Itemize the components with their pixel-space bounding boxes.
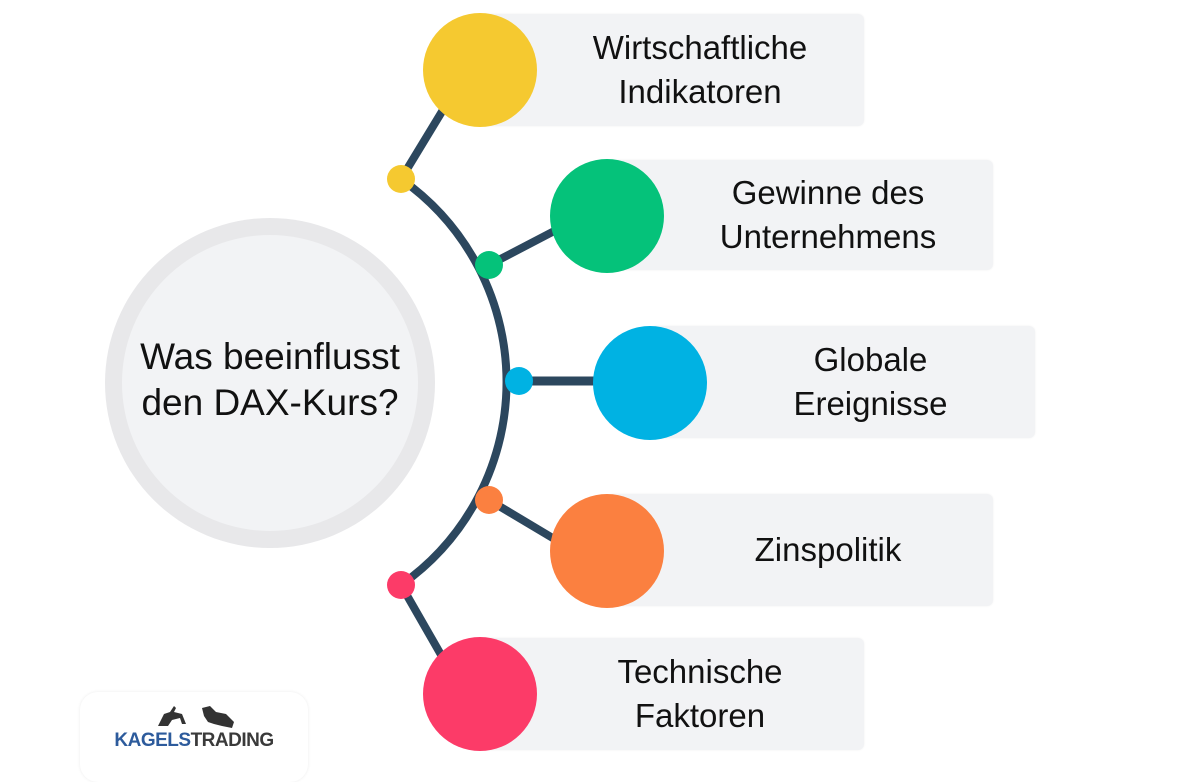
hub-title: Was beeinflusst den DAX-Kurs? (130, 334, 410, 426)
factor-label-line2: Faktoren (634, 697, 766, 734)
bull-icon (158, 706, 186, 726)
factor-bubble-orange (550, 494, 664, 608)
kagelstrading-logo: KAGELSTRADING (80, 692, 308, 782)
factor-label-line1: Technische (617, 653, 783, 690)
factor-label-line1: Globale (813, 341, 928, 378)
factor-card-global-events: Globale Ereignisse (650, 326, 1035, 438)
hub-circle: Was beeinflusst den DAX-Kurs? (122, 235, 418, 531)
logo-wordmark: KAGELSTRADING (80, 730, 308, 752)
factor-bubble-pink (423, 637, 537, 751)
node-dot-green (475, 251, 503, 279)
node-dot-blue (505, 367, 533, 395)
factor-label-line2: Ereignisse (793, 385, 948, 422)
factor-label-line2: Unternehmens (719, 218, 937, 255)
factor-card-technical-factors: Technische Faktoren (480, 638, 864, 750)
factor-card-company-earnings: Gewinne des Unternehmens (607, 160, 993, 270)
node-dot-orange (475, 486, 503, 514)
node-dot-pink (387, 571, 415, 599)
factor-label-line1: Gewinne des (731, 174, 925, 211)
factor-bubble-green (550, 159, 664, 273)
bull-bear-icons (158, 706, 234, 728)
dax-influence-diagram: Was beeinflusst den DAX-Kurs? Wirtschaft… (105, 13, 1035, 751)
factor-label-line1: Zinspolitik (754, 531, 902, 568)
hub-title-line2: den DAX-Kurs? (141, 382, 399, 423)
logo-part-kagels: KAGELS (114, 730, 191, 751)
factor-card-interest-policy: Zinspolitik (607, 494, 993, 606)
factor-bubble-blue (593, 326, 707, 440)
factor-label-line2: Indikatoren (618, 73, 782, 110)
node-dot-yellow (387, 165, 415, 193)
factor-label-line1: Wirtschaftliche (592, 29, 808, 66)
factor-bubble-yellow (423, 13, 537, 127)
factor-card-economic-indicators: Wirtschaftliche Indikatoren (480, 14, 864, 126)
logo-part-trading: TRADING (190, 730, 275, 751)
bear-icon (202, 706, 234, 728)
hub-title-line1: Was beeinflusst (140, 336, 400, 377)
